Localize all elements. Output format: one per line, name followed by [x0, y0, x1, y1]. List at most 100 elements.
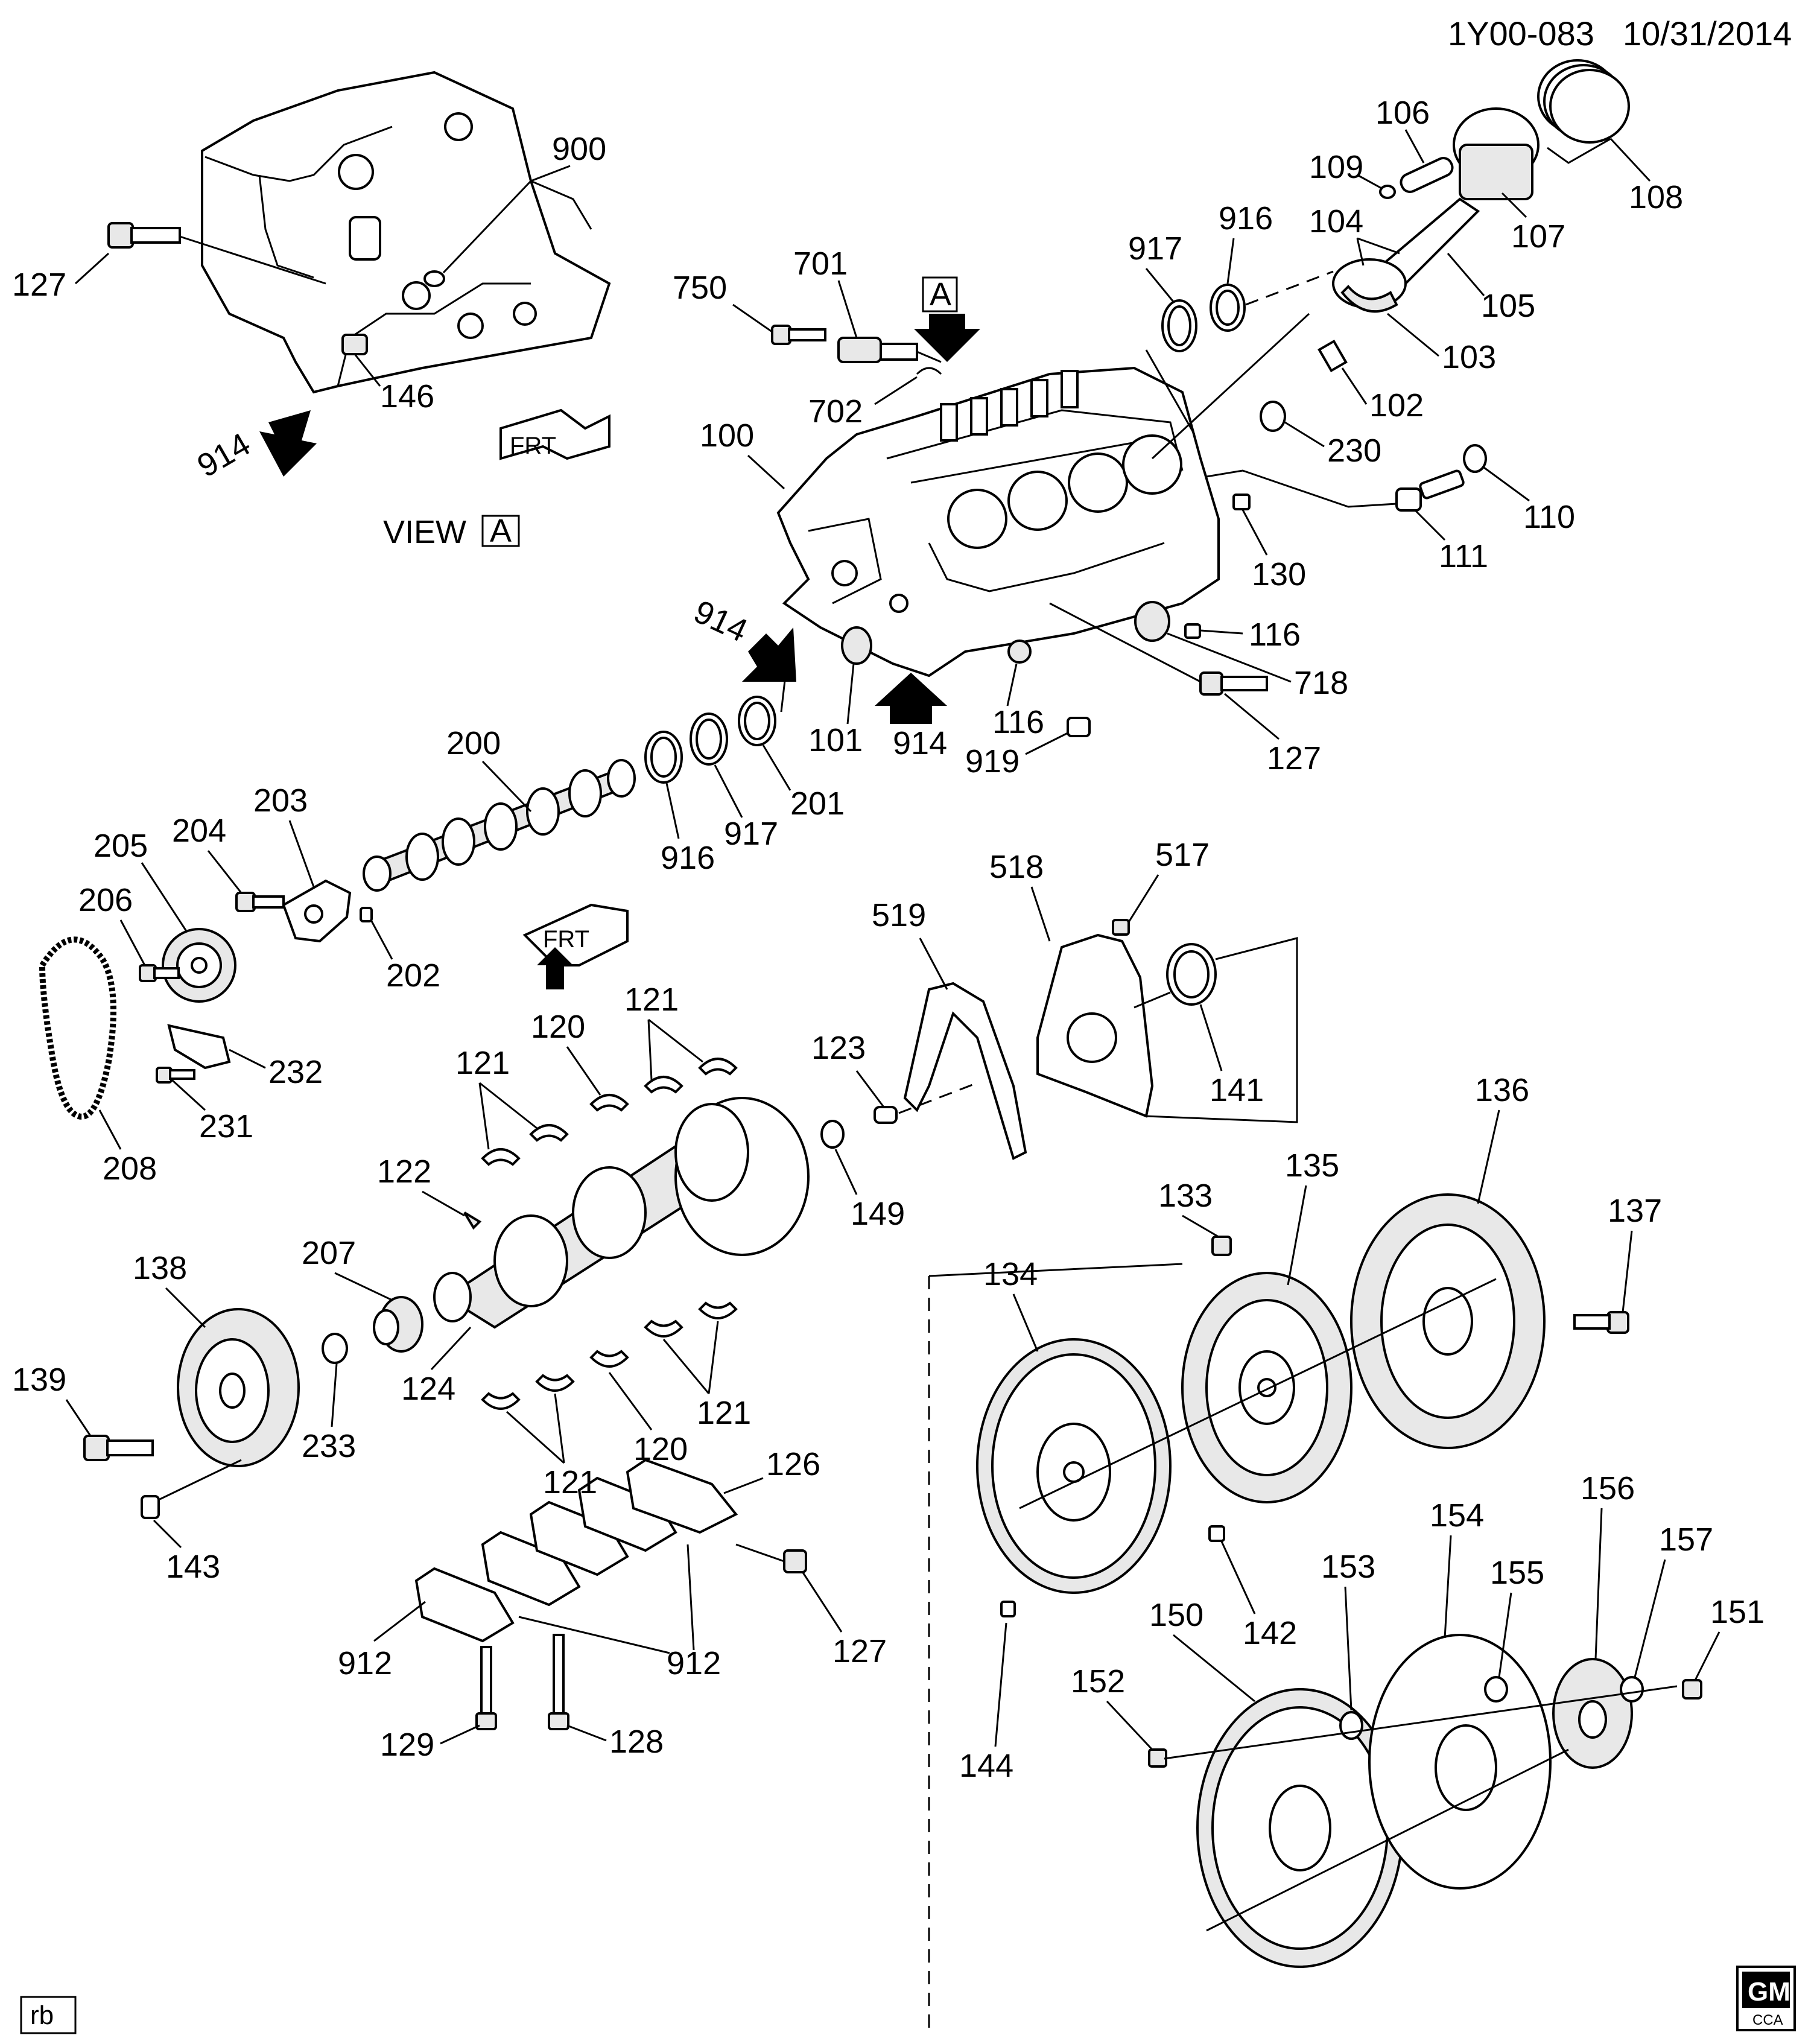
sleeve-111: [1395, 469, 1465, 512]
callout-126: 126: [766, 1446, 820, 1482]
callout-136: 136: [1475, 1072, 1529, 1108]
retainer-109: [1379, 185, 1396, 199]
frt-text-top: FRT: [510, 433, 556, 459]
flexplate-axis-top: [1164, 1685, 1678, 1760]
spacer-153: [1339, 1711, 1363, 1740]
sprocket-205: [162, 928, 236, 1003]
dowel-144: [1000, 1601, 1016, 1617]
dowel-116a: [1184, 623, 1201, 639]
pressure-plate-136: [1350, 1193, 1546, 1449]
bolt-133: [1211, 1236, 1232, 1256]
cam-bearing-916-top: [1210, 284, 1246, 332]
callout-122: 122: [377, 1154, 431, 1190]
washer-155: [1484, 1676, 1508, 1703]
callout-120-lower: 120: [633, 1431, 688, 1467]
seal-101: [841, 626, 872, 665]
callout-917-top: 917: [1128, 230, 1182, 267]
callout-110: 110: [1523, 499, 1575, 535]
leader-201-block: [780, 633, 791, 713]
leader-123: [898, 1082, 978, 1114]
bolt-151: [1682, 1679, 1702, 1700]
callout-900: 900: [552, 131, 606, 167]
callout-232: 232: [268, 1054, 323, 1090]
arrow-914-block-left: [742, 627, 796, 682]
main-bearings-upper: [481, 1058, 738, 1166]
dowel-142: [1208, 1525, 1225, 1542]
leader-111-block: [1206, 469, 1397, 508]
bolt-129: [475, 1646, 497, 1730]
clutch-axis-line: [1019, 1278, 1497, 1509]
callout-203: 203: [253, 782, 308, 819]
dowel-202: [360, 907, 373, 922]
callout-121-top-right: 121: [624, 982, 679, 1018]
callout-143: 143: [166, 1549, 220, 1585]
leader-bore-to-rod: [1151, 313, 1310, 460]
sensor-718: [1134, 601, 1170, 642]
callout-201: 201: [790, 786, 845, 822]
callout-108: 108: [1629, 179, 1683, 215]
leader-cambearing: [1245, 270, 1334, 306]
piston-rings-108: [1537, 59, 1630, 144]
callout-142: 142: [1243, 1615, 1297, 1651]
callout-200: 200: [446, 725, 501, 761]
view-a-marker-letter: A: [930, 276, 951, 313]
callout-750: 750: [673, 270, 727, 306]
callout-207: 207: [302, 1235, 356, 1271]
timing-chain-208: [39, 936, 116, 1120]
callout-519: 519: [872, 897, 926, 933]
bolt-231: [156, 1067, 195, 1084]
callout-518: 518: [989, 849, 1044, 885]
pin-106: [1400, 156, 1454, 194]
cam-bearing-917-top: [1161, 299, 1197, 352]
sensor-701: [837, 337, 942, 363]
callout-121-lower-right: 121: [697, 1395, 751, 1431]
callout-104: 104: [1309, 203, 1363, 240]
callout-718: 718: [1294, 665, 1348, 701]
main-caps-912: [414, 1458, 738, 1643]
callout-129: 129: [380, 1727, 434, 1763]
callout-100: 100: [700, 417, 754, 454]
bolt-127-top: [107, 222, 326, 285]
leader-143: [159, 1459, 242, 1500]
callout-919: 919: [965, 743, 1019, 779]
callout-130: 130: [1252, 556, 1306, 592]
callout-116-lower: 116: [992, 704, 1044, 740]
callout-107: 107: [1511, 218, 1565, 255]
view-letter-box: [481, 515, 520, 547]
seal-149: [820, 1120, 845, 1149]
corner-tag-box: [20, 1996, 77, 2034]
frt-direction-badge-mid: FRT: [522, 903, 629, 989]
callout-111: 111: [1439, 538, 1488, 574]
callout-127-caps: 127: [832, 1633, 887, 1669]
bracket-108: [1547, 138, 1651, 182]
callout-146: 146: [380, 378, 434, 414]
callout-101: 101: [808, 722, 863, 758]
callout-102: 102: [1369, 387, 1424, 424]
plug-116b: [1007, 640, 1032, 664]
callout-155: 155: [1490, 1555, 1544, 1591]
bolt-204: [235, 892, 285, 912]
callout-156: 156: [1581, 1470, 1635, 1506]
callout-153: 153: [1321, 1549, 1375, 1585]
gasket-519: [903, 982, 1027, 1160]
callout-917-mid: 917: [724, 816, 778, 852]
callout-106: 106: [1375, 95, 1430, 131]
callout-133: 133: [1158, 1178, 1213, 1214]
flexplate-150: [1196, 1688, 1404, 1968]
arrow-914-block-up: [875, 673, 947, 724]
bracket-cover: [1134, 937, 1298, 1123]
frt-direction-badge-top: FRT: [499, 408, 610, 460]
washer-157: [1620, 1676, 1644, 1703]
bolt-128: [548, 1634, 569, 1730]
camshaft-200: [363, 759, 636, 892]
cam-bearing-917-mid: [690, 713, 728, 766]
callout-912-right: 912: [667, 1645, 721, 1681]
gm-logo-text: GM: [1748, 1977, 1790, 2007]
leader-block-to-917: [1145, 349, 1196, 435]
flywheel-134: [976, 1338, 1172, 1594]
gm-logo: GM CCA: [1736, 1966, 1796, 2031]
callout-139: 139: [12, 1362, 66, 1398]
balancer-138: [177, 1308, 300, 1467]
bolt-517: [1112, 919, 1130, 936]
view-a-block-illustration: [201, 71, 611, 394]
